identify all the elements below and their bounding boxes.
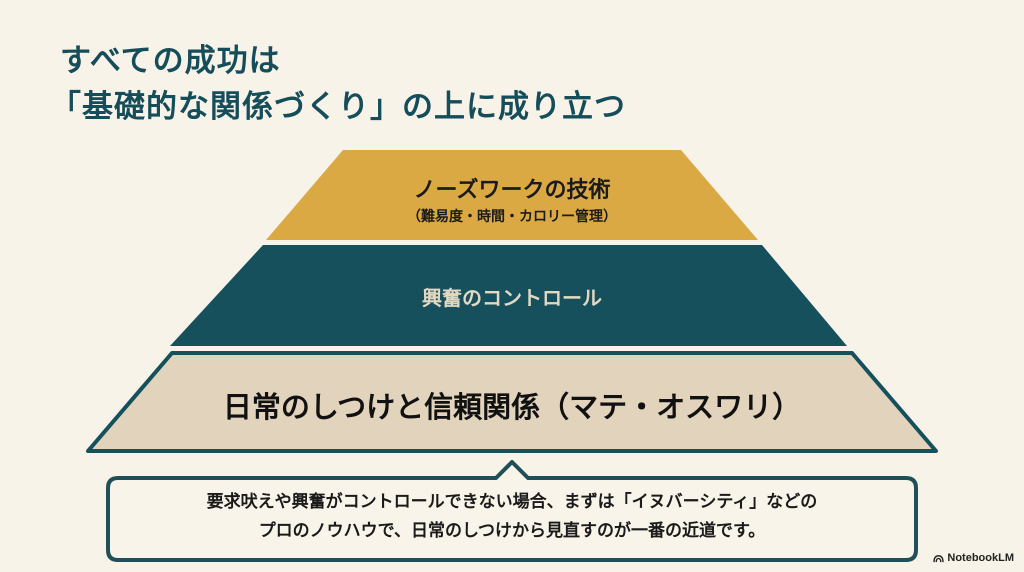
pyramid-layer-middle [170, 245, 847, 346]
notebooklm-icon [933, 554, 945, 562]
pyramid-middle-label: 興奮のコントロール [422, 286, 602, 310]
pyramid-bottom-label: 日常のしつけと信頼関係（マテ・オスワリ） [222, 390, 802, 424]
callout-line-2: プロのノウハウで、日常のしつけから見直すのが一番の近道です。 [258, 521, 766, 541]
brand-label: NotebookLM [947, 552, 1014, 564]
pyramid-layer-bottom [86, 351, 938, 453]
brand-watermark: NotebookLM [933, 552, 1014, 564]
pyramid-top-sublabel: （難易度・時間・カロリー管理） [407, 209, 617, 225]
pyramid-layer-top [266, 150, 758, 240]
title-line-2: 「基礎的な関係づくり」の上に成り立つ [50, 89, 626, 125]
callout-line-1: 要求吠えや興奮がコントロールできない場合、まずは「イヌバーシティ」などの [206, 492, 818, 512]
callout-box [106, 460, 918, 562]
title-line-1: すべての成功は [60, 43, 281, 79]
pyramid-top-label: ノーズワークの技術 [413, 178, 611, 203]
callout-text: 要求吠えや興奮がコントロールできない場合、まずは「イヌバーシティ」などの プロの… [106, 488, 918, 546]
slide-title: すべての成功は 「基礎的な関係づくり」の上に成り立つ [50, 38, 626, 130]
